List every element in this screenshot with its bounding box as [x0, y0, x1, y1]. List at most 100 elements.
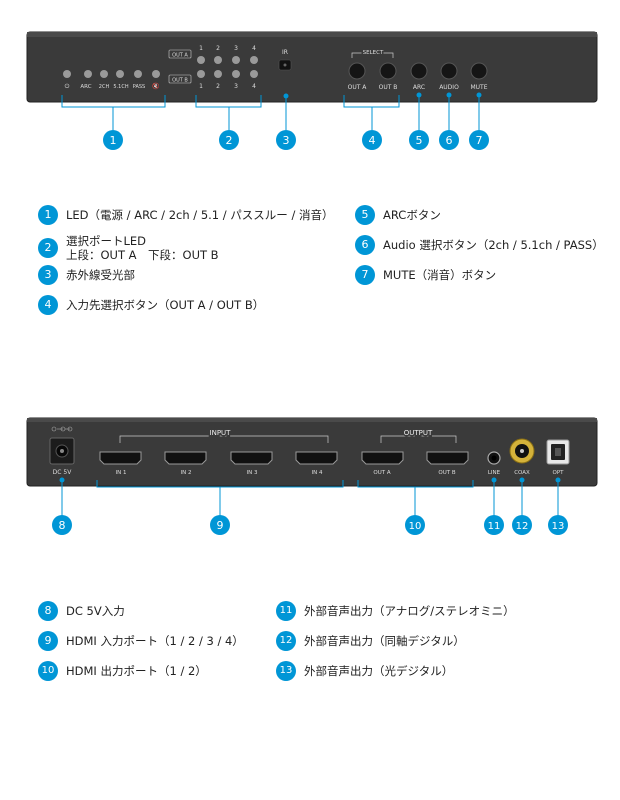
rear-callout-lines — [61, 480, 559, 518]
port-led-a4 — [250, 56, 258, 64]
port-led-a3 — [232, 56, 240, 64]
marker-13-label: 13 — [552, 521, 565, 532]
coax-label: COAX — [514, 470, 530, 476]
legend-num: 9 — [38, 631, 58, 651]
legend-num: 5 — [355, 205, 375, 225]
marker-1 — [103, 130, 123, 150]
front-panel-diagram: ⏻ ARC 2CH 5.1CH PASS 🔇 OUT A OUT B 1 2 3… — [26, 31, 598, 150]
port-led-b3 — [232, 70, 240, 78]
out-b-button-label: OUT B — [379, 84, 398, 91]
led-power — [63, 70, 71, 78]
legend-num: 8 — [38, 601, 58, 621]
legend-num: 3 — [38, 265, 58, 285]
led-label-51ch: 5.1CH — [113, 84, 128, 90]
dc-power-icon — [51, 426, 73, 432]
rear-markers: 8 9 10 11 12 13 — [52, 515, 568, 535]
port-top-3: 3 — [234, 45, 238, 52]
legend-text: ARCボタン — [383, 208, 441, 222]
legend-text: 外部音声出力（アナログ/ステレオミニ） — [304, 604, 515, 618]
out-a-label: OUT A — [373, 470, 390, 476]
legend-num: 11 — [276, 601, 296, 621]
legend-text: 外部音声出力（同軸デジタル） — [304, 634, 465, 648]
marker-8 — [52, 515, 72, 535]
legend-text: Audio 選択ボタン（2ch / 5.1ch / PASS） — [383, 238, 604, 252]
legend-text: DC 5V入力 — [66, 604, 125, 618]
marker-5 — [409, 130, 429, 150]
hdmi-input-ports: IN 1 IN 2 IN 3 IN 4 — [99, 451, 338, 476]
select-bracket — [351, 52, 394, 58]
marker-7-label: 7 — [476, 134, 483, 147]
dc-jack-pin — [60, 449, 64, 453]
legend-text: HDMI 出力ポート（1 / 2） — [66, 664, 207, 678]
marker-6-label: 6 — [446, 134, 453, 147]
out-b-tag — [168, 74, 192, 84]
led-pass — [134, 70, 142, 78]
marker-12-label: 12 — [516, 521, 529, 532]
audio-button[interactable] — [440, 62, 458, 80]
front-markers: 1 2 3 4 5 6 7 — [103, 130, 489, 150]
marker-4-label: 4 — [369, 134, 376, 147]
marker-3 — [276, 130, 296, 150]
hdmi-out-a — [361, 451, 404, 465]
hdmi-out-b — [426, 451, 469, 465]
out-a-tag — [168, 49, 192, 59]
marker-13 — [548, 515, 568, 535]
port-top-2: 2 — [216, 45, 220, 52]
legend-item-7: 7 MUTE（消音）ボタン — [355, 265, 497, 285]
port-led-a2 — [214, 56, 222, 64]
dc-label: DC 5V — [53, 469, 73, 476]
led-label-mute: 🔇 — [152, 82, 160, 90]
mute-button[interactable] — [470, 62, 488, 80]
port-led-group: OUT A OUT B 1 2 3 4 1 2 3 4 — [168, 45, 258, 90]
status-led-group: ⏻ ARC 2CH 5.1CH PASS 🔇 — [63, 70, 160, 90]
led-label-2ch: 2CH — [99, 84, 110, 90]
rear-callout-dots — [59, 477, 561, 483]
legend-item-12: 12 外部音声出力（同軸デジタル） — [276, 631, 465, 651]
legend-text: LED（電源 / ARC / 2ch / 5.1 / パススルー / 消音） — [66, 208, 334, 222]
input-label: INPUT — [210, 429, 232, 437]
led-2ch — [100, 70, 108, 78]
out-a-button[interactable] — [348, 62, 366, 80]
output-bracket — [380, 435, 457, 443]
marker-9-label: 9 — [217, 519, 224, 532]
led-arc — [84, 70, 92, 78]
legend-text: 赤外線受光部 — [66, 268, 135, 282]
opt-label: OPT — [552, 470, 564, 476]
legend-item-2: 2 選択ポートLED 上段：OUT A 下段：OUT B — [38, 234, 219, 262]
out-b-button[interactable] — [379, 62, 397, 80]
port-bottom-1: 1 — [199, 83, 203, 90]
in-2-label: IN 2 — [181, 470, 192, 476]
port-bottom-4: 4 — [252, 83, 256, 90]
legend-item-9: 9 HDMI 入力ポート（1 / 2 / 3 / 4） — [38, 631, 244, 651]
legend-item-6: 6 Audio 選択ボタン（2ch / 5.1ch / PASS） — [355, 235, 604, 255]
marker-10 — [405, 515, 425, 535]
port-led-b1 — [197, 70, 205, 78]
out-a-button-label: OUT A — [348, 84, 368, 91]
legend-item-11: 11 外部音声出力（アナログ/ステレオミニ） — [276, 601, 515, 621]
port-led-b2 — [214, 70, 222, 78]
front-panel-body — [26, 31, 598, 103]
legend-item-3: 3 赤外線受光部 — [38, 265, 135, 285]
marker-3-label: 3 — [283, 134, 290, 147]
marker-5-label: 5 — [416, 134, 423, 147]
in-3-label: IN 3 — [247, 470, 258, 476]
arc-button[interactable] — [410, 62, 428, 80]
legend-text: MUTE（消音）ボタン — [383, 268, 497, 282]
in-1-label: IN 1 — [116, 470, 127, 476]
led-51ch — [116, 70, 124, 78]
coax-jack-pin — [520, 449, 524, 453]
marker-8-label: 8 — [59, 519, 66, 532]
legend-item-4: 4 入力先選択ボタン（OUT A / OUT B） — [38, 295, 264, 315]
out-b-label: OUT B — [438, 470, 455, 476]
legend-item-8: 8 DC 5V入力 — [38, 601, 125, 621]
out-a-tag-label: OUT A — [172, 52, 188, 58]
rear-panel-diagram: DC 5V INPUT IN 1 IN 2 IN 3 IN 4 OUTPUT O… — [26, 417, 598, 535]
legend-num: 1 — [38, 205, 58, 225]
select-label: SELECT — [363, 50, 384, 56]
led-label-power: ⏻ — [65, 83, 70, 90]
legend-text: HDMI 入力ポート（1 / 2 / 3 / 4） — [66, 634, 244, 648]
legend-num: 6 — [355, 235, 375, 255]
hdmi-in-1 — [99, 451, 142, 465]
legend-item-1: 1 LED（電源 / ARC / 2ch / 5.1 / パススルー / 消音） — [38, 205, 334, 225]
marker-7 — [469, 130, 489, 150]
